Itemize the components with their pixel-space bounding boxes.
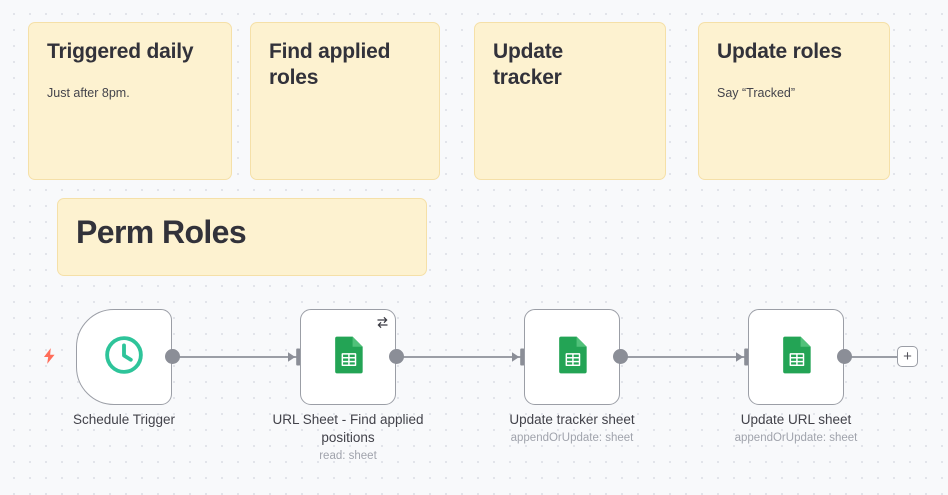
node-caption: URL Sheet - Find applied positions read:…: [233, 411, 463, 464]
node-input-port[interactable]: [736, 348, 750, 366]
node-title: Update URL sheet: [740, 412, 852, 427]
node-subtitle: appendOrUpdate: sheet: [510, 431, 634, 444]
node-output-port[interactable]: [613, 349, 628, 364]
workflow-node-schedule-trigger[interactable]: Schedule Trigger: [73, 309, 175, 427]
node-body[interactable]: [524, 309, 620, 405]
sticky-note-triggered-daily[interactable]: Triggered daily Just after 8pm.: [28, 22, 232, 180]
lightning-bolt-icon: [40, 345, 59, 372]
sticky-note-update-tracker[interactable]: Update tracker: [474, 22, 666, 180]
google-sheets-icon: [774, 333, 818, 382]
workflow-node-update-url-sheet[interactable]: Update URL sheet appendOrUpdate: sheet: [735, 309, 857, 444]
sticky-note-find-applied-roles[interactable]: Find applied roles: [250, 22, 440, 180]
sticky-note-body: Say “Tracked”: [717, 85, 796, 100]
clock-icon: [102, 333, 146, 382]
node-output-port[interactable]: [389, 349, 404, 364]
node-subtitle: appendOrUpdate: sheet: [734, 431, 858, 444]
node-subtitle: read: sheet: [319, 449, 377, 462]
node-output-port[interactable]: [837, 349, 852, 364]
node-input-port[interactable]: [288, 348, 302, 366]
node-title: Schedule Trigger: [72, 412, 176, 427]
google-sheets-icon: [326, 333, 370, 382]
google-sheets-icon: [550, 333, 594, 382]
sticky-note-title: Find applied roles: [269, 40, 391, 89]
node-caption: Schedule Trigger: [9, 411, 239, 431]
node-body[interactable]: [748, 309, 844, 405]
node-caption: Update tracker sheet appendOrUpdate: she…: [457, 411, 687, 446]
sticky-note-title: Triggered daily: [47, 40, 194, 63]
node-caption: Update URL sheet appendOrUpdate: sheet: [681, 411, 911, 446]
node-body[interactable]: [76, 309, 172, 405]
sticky-note-body: Just after 8pm.: [47, 85, 130, 100]
connection-wire-4: [844, 356, 898, 358]
sticky-note-update-roles[interactable]: Update roles Say “Tracked”: [698, 22, 890, 180]
node-title: Update tracker sheet: [509, 412, 635, 427]
connection-wire-2: [396, 356, 524, 358]
node-input-port[interactable]: [512, 348, 526, 366]
connection-wire-1: [172, 356, 300, 358]
add-node-button[interactable]: +: [897, 346, 918, 367]
node-output-port[interactable]: [165, 349, 180, 364]
retry-loop-icon: [374, 314, 390, 330]
sticky-note-title: Update tracker: [493, 40, 563, 89]
connection-wire-3: [620, 356, 748, 358]
sticky-note-title: Update roles: [717, 40, 842, 63]
node-title: URL Sheet - Find applied positions: [272, 412, 424, 445]
workflow-node-update-tracker-sheet[interactable]: Update tracker sheet appendOrUpdate: she…: [509, 309, 635, 444]
sticky-note-perm-roles[interactable]: Perm Roles: [57, 198, 427, 276]
sticky-note-title: Perm Roles: [76, 214, 247, 250]
workflow-node-url-sheet-find-applied-positions[interactable]: URL Sheet - Find applied positions read:…: [272, 309, 424, 462]
node-body[interactable]: [300, 309, 396, 405]
